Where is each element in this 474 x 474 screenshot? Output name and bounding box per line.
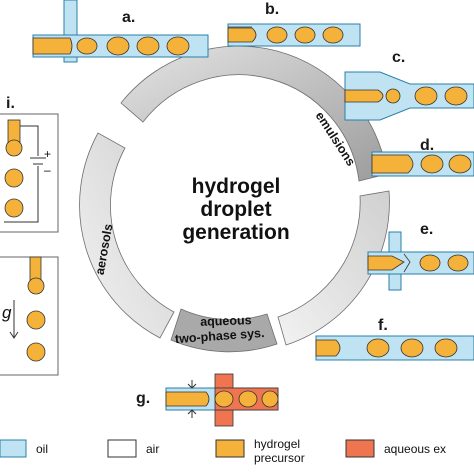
panel-h: g bbox=[0, 256, 59, 376]
panel-d-droplet bbox=[448, 154, 472, 174]
panel-h-frame bbox=[0, 256, 59, 376]
panel-e-droplet bbox=[447, 254, 469, 272]
panel-h-droplet bbox=[26, 310, 46, 330]
panel-e-orifice bbox=[403, 253, 411, 273]
center-title-line3: generation bbox=[182, 221, 289, 244]
panel-g-label: g. bbox=[136, 390, 150, 407]
center-title-line1: hydrogel bbox=[192, 175, 281, 198]
ring-segment-bottom bbox=[170, 308, 278, 353]
center-title-line2: droplet bbox=[200, 198, 271, 221]
panel-g-droplet bbox=[238, 390, 258, 408]
panel-i-droplet bbox=[4, 168, 24, 188]
panel-c-neck-droplet bbox=[385, 88, 401, 104]
panel-h-droplet bbox=[26, 342, 46, 362]
panel-f-droplet bbox=[400, 338, 424, 358]
panel-d: d. bbox=[371, 137, 474, 177]
panel-i-frame bbox=[0, 113, 59, 233]
panel-i-droplet bbox=[4, 198, 24, 218]
panel-i: + – i. bbox=[0, 95, 59, 233]
legend-swatch-air bbox=[107, 439, 137, 458]
panel-e-stream bbox=[367, 255, 405, 271]
panel-i-label: i. bbox=[6, 95, 15, 112]
panel-f-stream bbox=[315, 339, 341, 357]
legend-label-air: air bbox=[146, 442, 159, 456]
legend-label-precursor: precursor bbox=[254, 451, 305, 465]
panel-e-label: e. bbox=[420, 221, 433, 238]
panel-h-gravity-arrow bbox=[9, 300, 19, 339]
panel-e-droplet bbox=[419, 254, 441, 272]
legend-swatch-aqueous bbox=[345, 439, 375, 458]
legend: oil air hydrogel precursor aqueous ex bbox=[0, 437, 446, 465]
panel-b-droplet bbox=[266, 26, 288, 44]
panel-a-stream bbox=[32, 37, 73, 55]
panel-i-plus: + bbox=[44, 147, 51, 161]
panel-a: a. bbox=[32, 0, 209, 63]
panel-c: c. bbox=[344, 49, 474, 121]
panel-f-droplet bbox=[434, 338, 458, 358]
panel-b-droplet bbox=[294, 26, 316, 44]
panel-i-forming-droplet bbox=[5, 139, 23, 157]
panel-c-stream bbox=[344, 89, 384, 103]
panel-d-droplet bbox=[420, 154, 444, 174]
ring: emulsions aerosols aqueous two-phase sys… bbox=[79, 45, 390, 353]
panel-a-droplet bbox=[106, 36, 130, 56]
panel-g-pinch-arrow-bottom bbox=[187, 409, 197, 418]
panel-b-stream bbox=[227, 27, 257, 43]
panel-a-forming-droplet bbox=[76, 37, 98, 55]
panel-i-wire bbox=[4, 125, 46, 223]
panel-g-stream bbox=[165, 391, 210, 407]
legend-label-aqueous: aqueous ex bbox=[384, 442, 446, 456]
panel-d-stream bbox=[371, 154, 414, 174]
panel-c-label: c. bbox=[392, 49, 405, 66]
panel-f: f. bbox=[315, 317, 474, 361]
panel-f-label: f. bbox=[378, 317, 388, 334]
panel-e: e. bbox=[367, 221, 474, 291]
ring-segment-left bbox=[79, 132, 175, 339]
arc-label-aqueous: aqueous bbox=[200, 313, 252, 329]
arc-label-two-phase: two-phase sys. bbox=[175, 326, 265, 346]
panel-c-droplet bbox=[414, 86, 438, 106]
panel-g-droplet bbox=[261, 390, 279, 408]
panel-i-minus: – bbox=[44, 163, 51, 177]
panel-g-pinch-arrow-top bbox=[187, 380, 197, 389]
panel-h-forming-droplet bbox=[27, 277, 45, 295]
panel-d-label: d. bbox=[420, 137, 434, 154]
panel-b: b. bbox=[227, 1, 361, 47]
panel-f-droplet bbox=[366, 338, 390, 358]
legend-swatch-hydrogel bbox=[215, 439, 245, 458]
panel-c-droplet bbox=[444, 86, 468, 106]
legend-label-oil: oil bbox=[36, 442, 48, 456]
legend-swatch-oil bbox=[0, 439, 27, 458]
legend-label-hydrogel: hydrogel bbox=[254, 437, 300, 451]
panel-b-droplet bbox=[322, 26, 344, 44]
panel-g-droplet bbox=[214, 390, 234, 408]
panel-a-droplet bbox=[136, 36, 160, 56]
panel-g: g. bbox=[136, 373, 279, 427]
panel-a-label: a. bbox=[122, 9, 135, 26]
panel-c-channel bbox=[344, 71, 474, 121]
panel-a-droplet bbox=[166, 36, 190, 56]
panel-b-label: b. bbox=[265, 1, 279, 18]
center-title: hydrogel droplet generation bbox=[182, 175, 289, 244]
panel-h-gravity-symbol: g bbox=[2, 303, 12, 322]
